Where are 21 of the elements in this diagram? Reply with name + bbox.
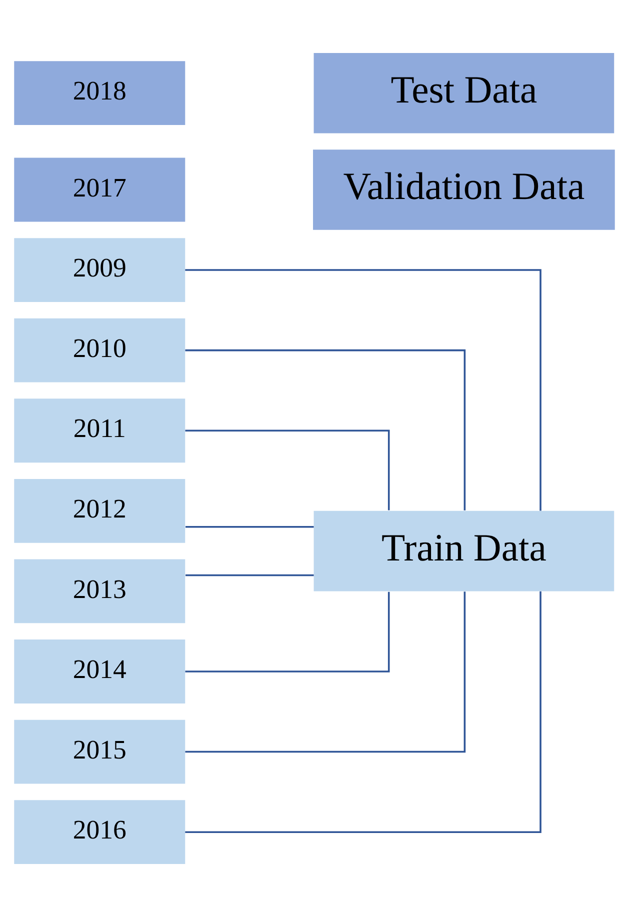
connector (185, 591, 390, 672)
node-box: 2011 (14, 398, 186, 462)
node-box: 2010 (14, 318, 186, 382)
connector (185, 268, 542, 510)
connector (185, 429, 390, 510)
node-box: Test Data (314, 52, 614, 133)
node-box: 2009 (14, 238, 186, 302)
connector (185, 591, 466, 752)
node-box: 2015 (14, 719, 186, 784)
connector (185, 348, 466, 510)
node-box: 2014 (14, 639, 186, 703)
connector (185, 590, 542, 832)
node-box: 2016 (14, 800, 186, 864)
connector (186, 574, 314, 576)
node-box: 2018 (14, 60, 186, 125)
node-box: Train Data (314, 510, 614, 591)
node-box: 2013 (14, 558, 186, 623)
node-box: Validation Data (313, 149, 615, 230)
connector (186, 526, 314, 528)
node-box: 2012 (14, 478, 186, 542)
node-box: 2017 (14, 157, 186, 222)
